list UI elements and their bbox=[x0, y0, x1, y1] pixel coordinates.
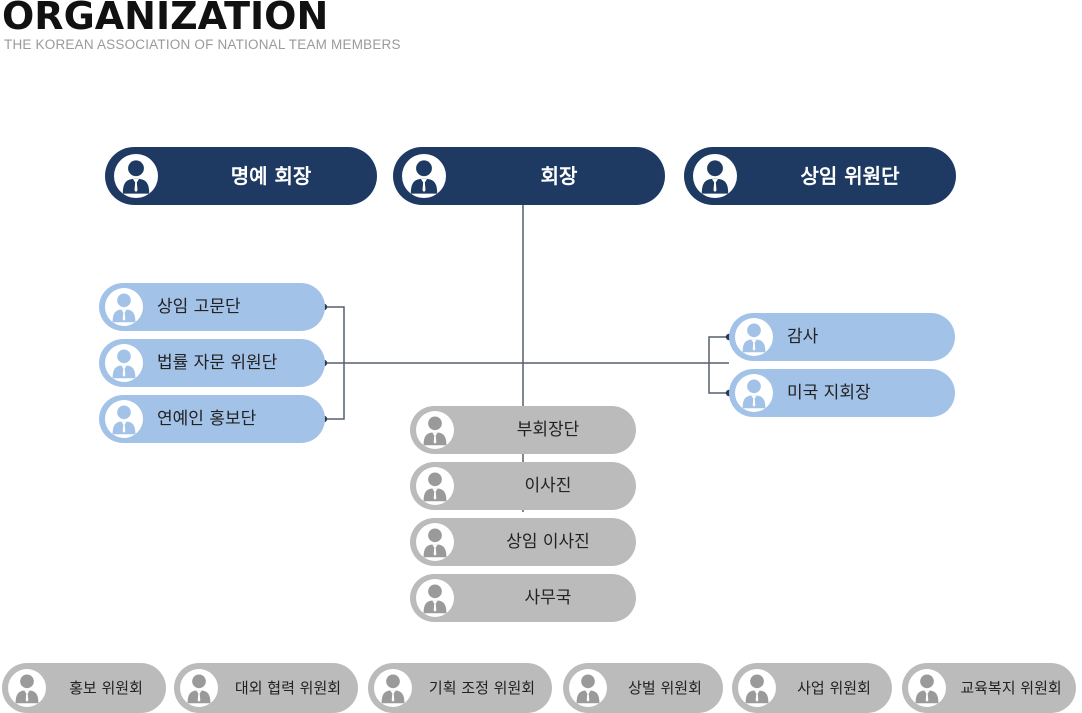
node-label: 사업 위원회 bbox=[797, 679, 871, 697]
node-standing-committee: 상임 위원단 bbox=[684, 147, 956, 205]
node-label: 상임 이사진 bbox=[506, 532, 590, 552]
node-label: 사무국 bbox=[524, 588, 572, 608]
person-icon bbox=[105, 344, 143, 382]
node-label: 상임 위원단 bbox=[800, 164, 900, 188]
node-honorary-president: 명예 회장 bbox=[105, 147, 377, 205]
person-icon bbox=[416, 411, 454, 449]
right-bracket bbox=[708, 336, 729, 394]
node-president: 회장 bbox=[393, 147, 665, 205]
person-icon bbox=[374, 669, 412, 707]
person-icon bbox=[908, 669, 946, 707]
node-advisory-board: 상임 고문단 bbox=[99, 283, 325, 331]
person-icon bbox=[735, 318, 773, 356]
node-label: 연예인 홍보단 bbox=[157, 409, 257, 429]
node-auditor: 감사 bbox=[729, 313, 955, 361]
node-celebrity-promo: 연예인 홍보단 bbox=[99, 395, 325, 443]
node-label: 교육복지 위원회 bbox=[960, 679, 1062, 697]
node-label: 기획 조정 위원회 bbox=[428, 679, 536, 697]
node-pr-committee: 홍보 위원회 bbox=[2, 663, 166, 713]
person-icon bbox=[402, 154, 446, 198]
node-planning-committee: 기획 조정 위원회 bbox=[368, 663, 552, 713]
person-icon bbox=[105, 400, 143, 438]
person-icon bbox=[416, 579, 454, 617]
node-label: 감사 bbox=[787, 327, 819, 347]
node-label: 상임 고문단 bbox=[157, 297, 241, 317]
node-label: 미국 지회장 bbox=[787, 383, 871, 403]
person-icon bbox=[693, 154, 737, 198]
node-label: 명예 회장 bbox=[230, 164, 312, 188]
node-label: 대외 협력 위원회 bbox=[234, 679, 342, 697]
person-icon bbox=[180, 669, 218, 707]
node-label: 홍보 위원회 bbox=[69, 679, 143, 697]
left-bracket bbox=[324, 306, 345, 420]
node-directors: 이사진 bbox=[410, 462, 636, 510]
node-label: 법률 자문 위원단 bbox=[157, 353, 278, 373]
node-label: 부회장단 bbox=[516, 420, 580, 440]
node-us-branch: 미국 지회장 bbox=[729, 369, 955, 417]
node-legal-advisory: 법률 자문 위원단 bbox=[99, 339, 325, 387]
person-icon bbox=[416, 523, 454, 561]
person-icon bbox=[114, 154, 158, 198]
person-icon bbox=[8, 669, 46, 707]
node-label: 이사진 bbox=[524, 476, 572, 496]
node-vice-presidents: 부회장단 bbox=[410, 406, 636, 454]
node-business-committee: 사업 위원회 bbox=[732, 663, 892, 713]
node-label: 상벌 위원회 bbox=[628, 679, 702, 697]
node-awards-committee: 상벌 위원회 bbox=[563, 663, 723, 713]
node-standing-directors: 상임 이사진 bbox=[410, 518, 636, 566]
person-icon bbox=[569, 669, 607, 707]
page-title: ORGANIZATION bbox=[2, 0, 329, 38]
node-secretariat: 사무국 bbox=[410, 574, 636, 622]
person-icon bbox=[416, 467, 454, 505]
page-subtitle: THE KOREAN ASSOCIATION OF NATIONAL TEAM … bbox=[4, 37, 401, 52]
node-external-committee: 대외 협력 위원회 bbox=[174, 663, 358, 713]
person-icon bbox=[735, 374, 773, 412]
node-label: 회장 bbox=[540, 164, 578, 188]
person-icon bbox=[738, 669, 776, 707]
node-education-committee: 교육복지 위원회 bbox=[902, 663, 1076, 713]
person-icon bbox=[105, 288, 143, 326]
